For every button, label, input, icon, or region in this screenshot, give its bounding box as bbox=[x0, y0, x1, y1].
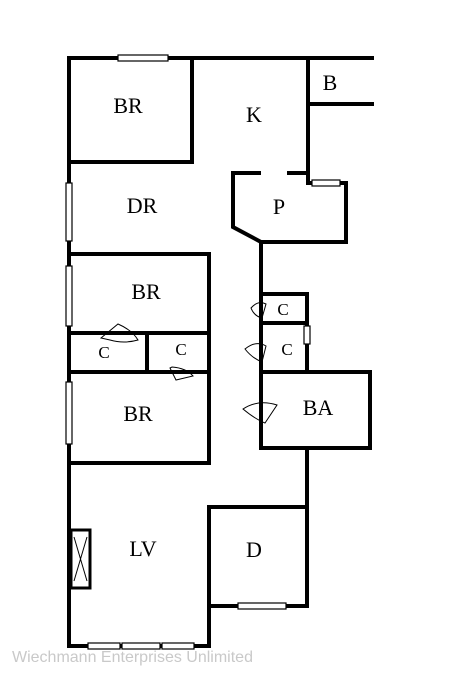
wall-bath bbox=[259, 370, 372, 450]
walls bbox=[67, 56, 374, 648]
wall-br-top bbox=[67, 56, 194, 164]
label-dining: DR bbox=[127, 193, 158, 218]
label-bedroom-lower: BR bbox=[123, 401, 153, 426]
window-left-br-middle bbox=[65, 265, 73, 327]
label-bedroom-top: BR bbox=[113, 93, 143, 118]
label-closet-upper-right: C bbox=[277, 300, 288, 319]
wall-closets-right bbox=[259, 292, 309, 374]
label-closet-lower-right: C bbox=[281, 340, 292, 359]
label-bedroom-middle: BR bbox=[131, 279, 161, 304]
window-d-room bbox=[237, 602, 287, 610]
label-closet-left: C bbox=[98, 343, 109, 362]
window-bottom-c bbox=[161, 642, 195, 650]
label-closet-center: C bbox=[175, 340, 186, 359]
watermark: Wiechmann Enterprises Unlimited bbox=[12, 649, 253, 666]
window-pantry bbox=[311, 179, 341, 187]
label-bath: BA bbox=[303, 395, 334, 420]
window-top-br bbox=[117, 54, 169, 62]
wall-br-lower bbox=[67, 370, 211, 465]
label-living: LV bbox=[129, 536, 156, 561]
door-swings bbox=[99, 302, 278, 424]
door-swing-closet-lower bbox=[244, 343, 267, 363]
window-bottom-b bbox=[121, 642, 161, 650]
window-left-br-lower bbox=[65, 381, 73, 445]
door-swing-bath bbox=[242, 402, 278, 424]
label-b: B bbox=[323, 70, 338, 95]
door-swing-br-middle bbox=[99, 323, 139, 343]
window-left-dr bbox=[65, 182, 73, 242]
door-swing-closet-center bbox=[169, 366, 194, 381]
window-closet bbox=[303, 325, 311, 345]
wall-d-room bbox=[207, 505, 309, 648]
label-d: D bbox=[246, 537, 262, 562]
windows bbox=[65, 54, 341, 650]
label-kitchen: K bbox=[246, 102, 262, 127]
fireplace-icon bbox=[69, 528, 92, 590]
window-bottom-a bbox=[87, 642, 121, 650]
wall-closets-left bbox=[67, 331, 211, 374]
wall-br-middle bbox=[67, 252, 211, 335]
door-swing-closet-upper bbox=[250, 302, 267, 319]
label-pantry: P bbox=[273, 194, 285, 219]
